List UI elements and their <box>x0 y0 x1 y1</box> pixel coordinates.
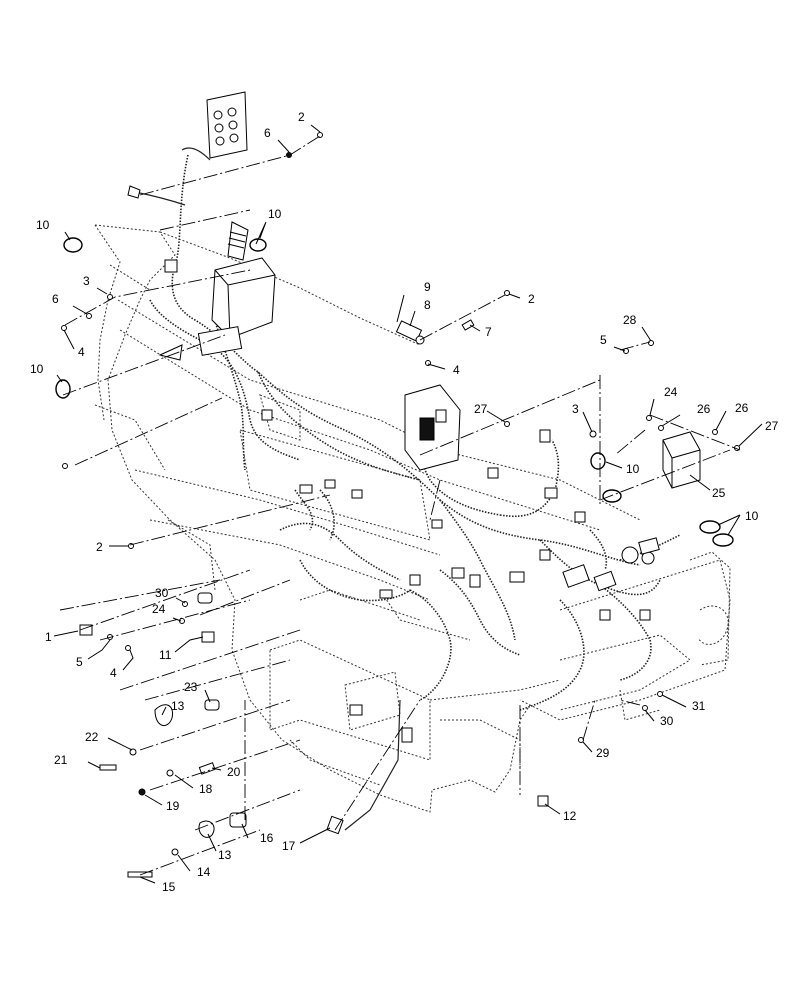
callout-27-center: 27 <box>474 402 488 416</box>
callout-4-left: 4 <box>78 345 85 359</box>
callout-16: 16 <box>260 831 274 845</box>
callout-5-left: 5 <box>76 655 83 669</box>
callout-12: 12 <box>563 809 577 823</box>
callout-22: 22 <box>85 730 99 744</box>
callout-17: 17 <box>282 839 296 853</box>
harness-connectors <box>164 259 651 743</box>
callout-25: 25 <box>712 486 726 500</box>
assembly-lines <box>59 135 741 876</box>
callout-4-lower: 4 <box>110 666 117 680</box>
callout-28: 28 <box>623 313 637 327</box>
callout-6-top: 6 <box>264 126 271 140</box>
callout-10-upper: 10 <box>268 207 282 221</box>
callout-20: 20 <box>227 765 241 779</box>
o-ring-10e <box>602 489 622 503</box>
callout-9: 9 <box>424 280 431 294</box>
callout-30-right: 30 <box>660 714 674 728</box>
hardware-small <box>61 132 740 878</box>
callout-2-lower: 2 <box>96 540 103 554</box>
o-ring-10f <box>699 520 721 534</box>
sensor-8 <box>395 320 425 345</box>
callout-26-b: 26 <box>735 401 749 415</box>
leader-lines <box>53 124 763 884</box>
callout-24-right: 24 <box>664 385 678 399</box>
callout-23: 23 <box>184 680 198 694</box>
o-ring-10d <box>590 452 606 470</box>
callout-4-center: 4 <box>453 363 460 377</box>
callout-13-upper: 13 <box>171 699 185 713</box>
callout-7: 7 <box>485 325 492 339</box>
callout-15: 15 <box>162 880 176 894</box>
callout-3-center: 3 <box>572 402 579 416</box>
chassis-frame <box>94 224 731 813</box>
callout-8: 8 <box>424 298 431 312</box>
callout-10-left: 10 <box>36 218 50 232</box>
spring-grommet <box>227 221 249 261</box>
callout-19: 19 <box>166 799 180 813</box>
callout-3-left: 3 <box>83 274 90 288</box>
callout-27-right: 27 <box>765 419 779 433</box>
callout-29: 29 <box>596 746 610 760</box>
callout-6-left: 6 <box>52 292 59 306</box>
control-module-center <box>404 384 461 471</box>
callout-11: 11 <box>159 648 172 662</box>
callout-24-left: 24 <box>152 602 166 616</box>
connector-7 <box>461 319 475 331</box>
wiring-harness <box>134 147 681 831</box>
control-module-upper <box>197 257 276 356</box>
callout-31: 31 <box>692 699 706 713</box>
callout-10-center-right: 10 <box>626 462 640 476</box>
callout-26-a: 26 <box>697 402 711 416</box>
components <box>55 91 740 878</box>
callout-10-far-right: 10 <box>745 509 759 523</box>
callout-labels: 2 6 10 10 3 6 4 10 9 8 2 7 4 28 5 24 26 … <box>30 110 779 894</box>
callout-2-center: 2 <box>528 292 535 306</box>
o-ring-10a <box>63 237 83 253</box>
o-ring-10c <box>55 379 71 399</box>
callout-14: 14 <box>197 865 211 879</box>
callout-10-mid-left: 10 <box>30 362 44 376</box>
callout-18: 18 <box>199 782 213 796</box>
callout-1: 1 <box>45 630 52 644</box>
callout-2-top: 2 <box>298 110 305 124</box>
o-ring-10g <box>712 533 734 547</box>
callout-13-lower: 13 <box>218 848 232 862</box>
callout-21: 21 <box>54 753 68 767</box>
callout-5-right: 5 <box>600 333 607 347</box>
rear-connector-cluster <box>562 537 660 592</box>
bracket-25 <box>662 431 701 489</box>
bulkhead-plate <box>206 91 248 159</box>
callout-30-left: 30 <box>155 586 169 600</box>
